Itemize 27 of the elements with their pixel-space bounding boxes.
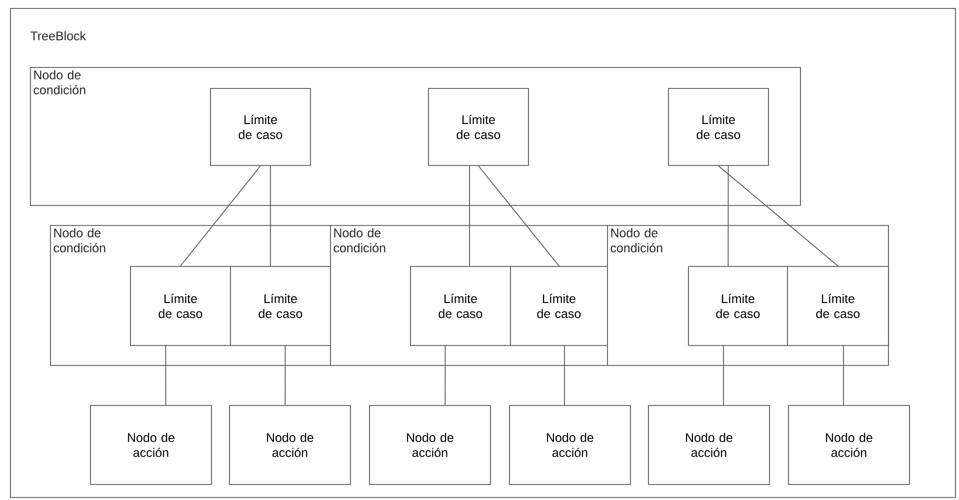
process-box: Límite de caso xyxy=(130,266,231,346)
process-box: Nodo de acción xyxy=(369,405,491,485)
connector-line xyxy=(469,165,470,266)
connector-line xyxy=(444,345,446,406)
connector-line xyxy=(284,345,286,406)
connector-line xyxy=(270,165,271,266)
process-box: Nodo de acción xyxy=(229,405,351,485)
connector-line xyxy=(723,345,724,406)
connector-line xyxy=(564,345,565,406)
connector-line xyxy=(728,165,729,266)
connector-line xyxy=(718,165,838,266)
process-box: Límite de caso xyxy=(410,266,511,346)
process-box: Límite de caso xyxy=(668,88,769,166)
process-box: Límite de caso xyxy=(787,266,889,346)
connector-line xyxy=(165,345,166,406)
process-box: Nodo de acción xyxy=(509,405,631,485)
process-box: Límite de caso xyxy=(688,266,788,346)
process-box: Límite de caso xyxy=(428,88,529,166)
connector-line xyxy=(843,345,844,406)
process-box: Nodo de acción xyxy=(648,405,770,485)
connector-line xyxy=(180,165,261,266)
process-box: Límite de caso xyxy=(210,88,311,166)
process-box: Nodo de acción xyxy=(90,405,212,485)
process-box: Límite de caso xyxy=(510,266,608,346)
process-box: Nodo de acción xyxy=(788,405,910,485)
process-box: Límite de caso xyxy=(230,266,331,346)
connector-line xyxy=(478,165,560,266)
